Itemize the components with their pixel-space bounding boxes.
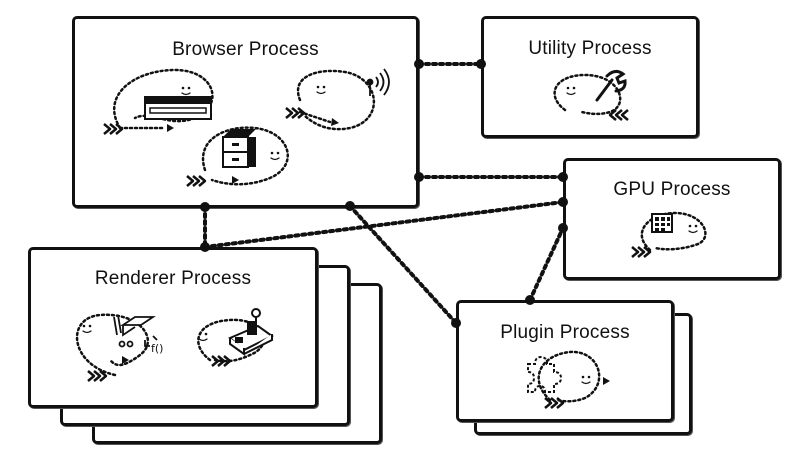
arrowhead-icon — [167, 124, 174, 132]
face-smile — [198, 338, 208, 342]
renderer-process-label: Renderer Process — [94, 268, 252, 289]
puzzle-piece-icon — [527, 355, 563, 393]
connector-dot — [476, 59, 486, 69]
utility-process-box: Utility Process — [481, 16, 699, 138]
chevron-arrow-icon — [87, 370, 108, 382]
chevron-arrow-icon — [211, 355, 232, 367]
connector-dot — [558, 197, 568, 207]
file-cabinet-icon — [222, 129, 256, 168]
face-eye — [581, 375, 585, 379]
face-eye — [572, 86, 576, 90]
parser-tools-icon: f() — [113, 314, 163, 355]
face-eye — [276, 151, 280, 155]
renderer-process-box: Renderer Process — [28, 247, 318, 408]
connector-dot — [200, 242, 210, 252]
face-smile — [581, 381, 591, 385]
face-eye — [204, 332, 208, 336]
face-smile — [181, 92, 191, 96]
wrench-icon — [595, 69, 627, 102]
browser-process-label: Browser Process — [172, 39, 319, 60]
connector-dot — [525, 295, 535, 305]
thread-loop — [537, 350, 601, 403]
arrowhead-icon — [232, 176, 239, 184]
thread-loop — [201, 126, 289, 186]
function-glyph: f() — [151, 342, 163, 355]
plugin-process-label: Plugin Process — [500, 322, 630, 343]
connector-dot — [414, 172, 424, 182]
face-smile — [316, 91, 326, 95]
chevron-arrow-icon — [186, 175, 207, 187]
browser-toolbar-icon — [144, 96, 212, 120]
arrowhead-icon — [122, 356, 129, 364]
face-eye — [270, 151, 274, 155]
face-smile — [270, 157, 280, 161]
connector-dot — [200, 202, 210, 212]
arrowhead-icon — [603, 377, 610, 385]
connector-plugin-gpu — [528, 226, 565, 302]
face-smile — [688, 230, 698, 234]
face-smile — [566, 92, 576, 96]
thread-loop — [640, 211, 707, 252]
gpu-process-label: GPU Process — [613, 179, 731, 200]
chevron-arrow-icon — [631, 246, 652, 258]
arrowhead-icon — [331, 118, 339, 126]
connector-dot — [451, 318, 461, 328]
face-eye — [316, 85, 320, 89]
chevron-arrow-icon — [285, 107, 306, 119]
thread-loop — [75, 313, 149, 377]
chevron-arrow-icon — [544, 397, 565, 409]
connector-dot — [558, 172, 568, 182]
face-eye — [198, 332, 202, 336]
face-eye — [566, 86, 570, 90]
face-eye — [187, 86, 191, 90]
chevron-arrow-icon — [608, 109, 629, 121]
network-antenna-icon — [366, 68, 390, 96]
chevron-arrow-icon — [103, 123, 124, 135]
gpu-chip-icon — [651, 213, 673, 233]
connector-renderer-gpu — [203, 200, 565, 249]
face-eye — [82, 324, 86, 328]
face-eye — [694, 224, 698, 228]
face-eye — [688, 224, 692, 228]
thread-loop — [553, 73, 622, 116]
connector-dot — [414, 59, 424, 69]
compositor-icon — [228, 308, 274, 356]
connector-dot — [558, 223, 568, 233]
face-eye — [88, 324, 92, 328]
utility-process-label: Utility Process — [528, 38, 652, 59]
connector-dot — [345, 201, 355, 211]
face-eye — [587, 375, 591, 379]
face-eye — [181, 86, 185, 90]
browser-process-box: Browser Process — [72, 16, 419, 208]
face-smile — [82, 330, 92, 334]
face-eye — [322, 85, 326, 89]
thread-loop — [296, 69, 376, 131]
